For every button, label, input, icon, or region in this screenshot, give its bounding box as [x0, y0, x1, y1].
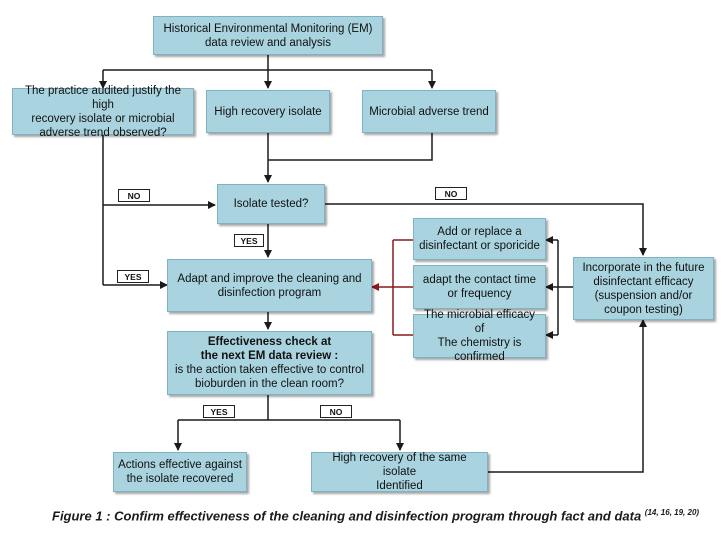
tag-yes-effective: YES [203, 405, 235, 418]
box-effectiveness-check: Effectiveness check at the next EM data … [167, 331, 372, 395]
box-add-replace-disinfectant: Add or replace a disinfectant or sporici… [413, 218, 546, 260]
tag-yes-isolate: YES [234, 234, 264, 247]
box-practice-audited: The practice audited justify the high re… [12, 85, 194, 139]
tag-no-right: NO [435, 187, 467, 200]
caption-references: (14, 16, 19, 20) [644, 508, 700, 517]
box-actions-effective: Actions effective against the isolate re… [113, 452, 247, 492]
tag-no-left: NO [118, 189, 150, 202]
box-efficacy-confirmed: The microbial efficacy of The chemistry … [413, 309, 546, 363]
box-isolate-tested: Isolate tested? [217, 184, 325, 224]
box-adapt-contact-time: adapt the contact time or frequency [413, 265, 546, 309]
connector-adverse-down [268, 133, 433, 161]
connector-incorporate-bracket [557, 240, 573, 335]
box-adapt-improve-program: Adapt and improve the cleaning and disin… [167, 259, 372, 312]
tag-no-effective: NO [320, 405, 352, 418]
box-incorporate-future-efficacy: Incorporate in the future disinfectant e… [573, 257, 714, 320]
figure-caption: Figure 1 : Confirm effectiveness of the … [52, 508, 699, 523]
effectiveness-heading: Effectiveness check at the next EM data … [200, 336, 339, 362]
effectiveness-question: is the action taken effective to control… [174, 364, 364, 390]
box-historical-em-review: Historical Environmental Monitoring (EM)… [153, 16, 383, 55]
box-high-recovery-isolate: High recovery isolate [206, 90, 330, 133]
box-microbial-adverse-trend: Microbial adverse trend [362, 90, 496, 133]
box-same-isolate-identified: High recovery of the same isolate Identi… [311, 452, 488, 492]
connector-loop-back [488, 319, 647, 473]
connector-isolate-no [325, 203, 647, 256]
caption-text: Figure 1 : Confirm effectiveness of the … [52, 508, 642, 524]
tag-yes-left: YES [117, 270, 149, 283]
